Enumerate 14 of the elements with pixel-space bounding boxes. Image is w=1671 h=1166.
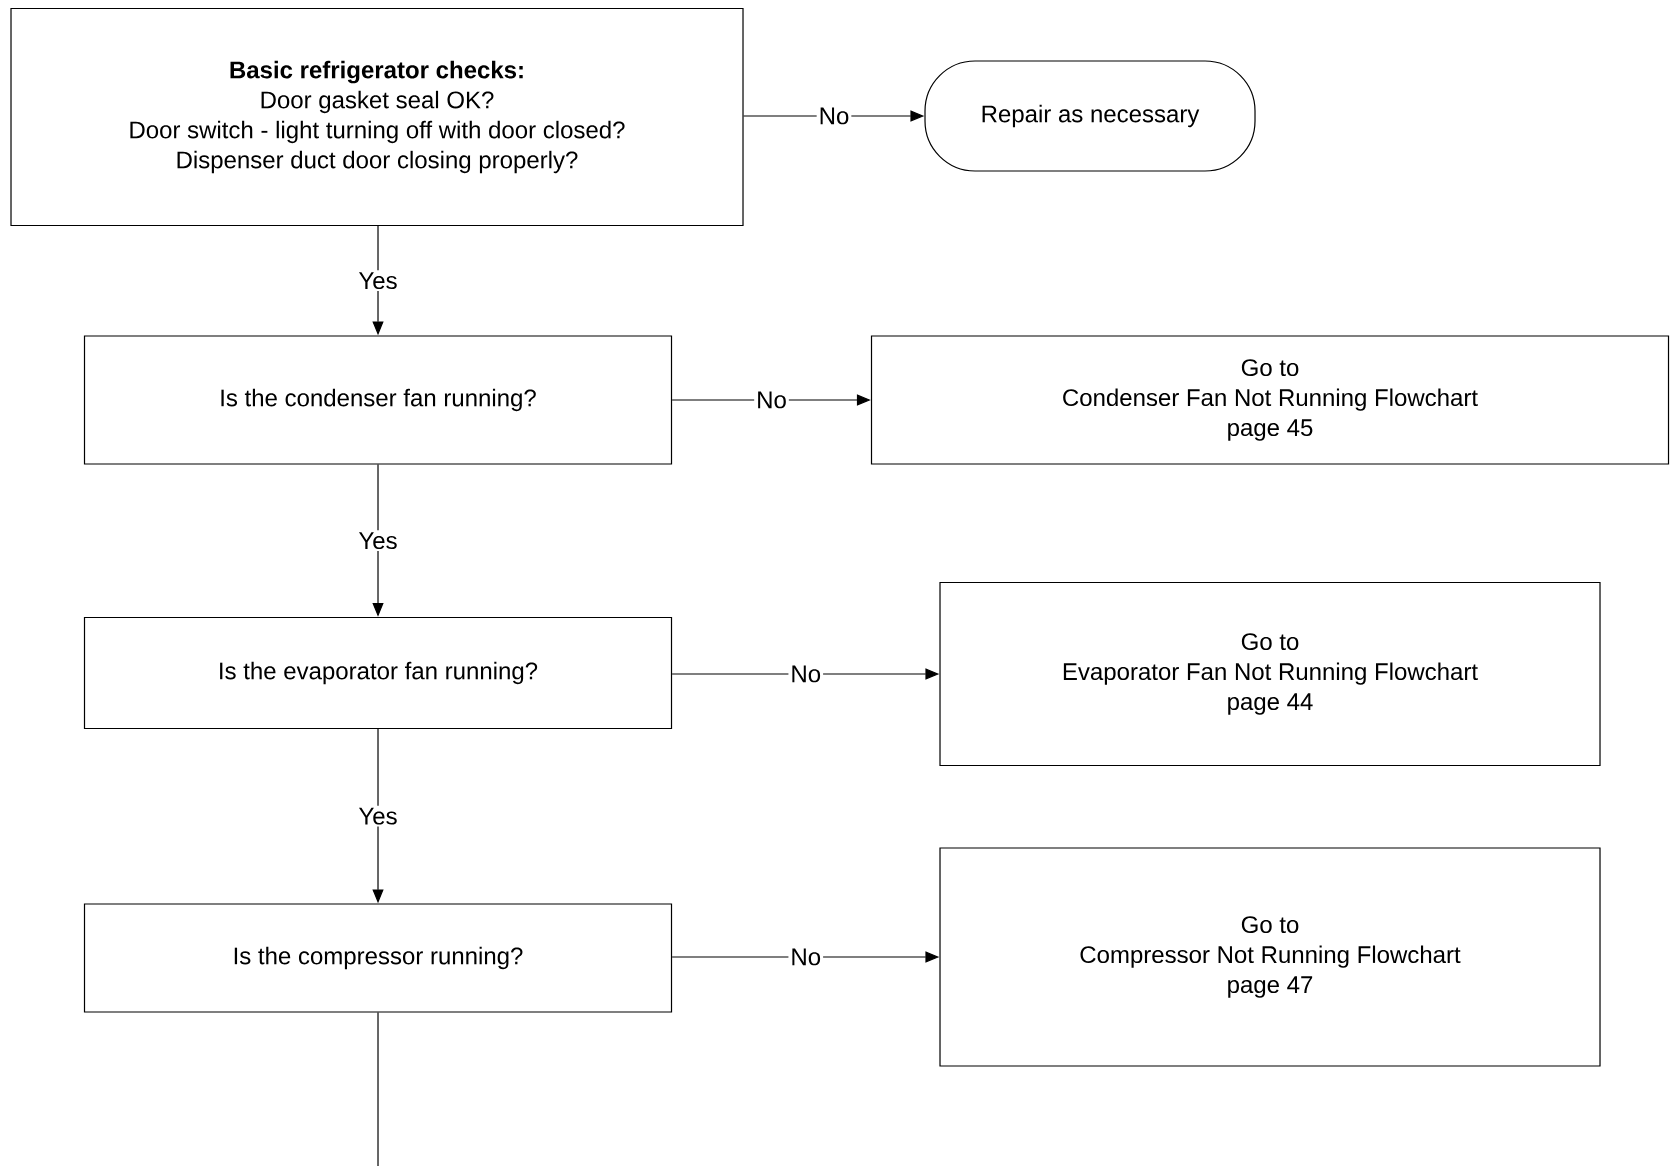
- process-box: Basic refrigerator checks: Door gasket seal OK? Door switch - light turning off with door closed? Dispenser duct door closing properly?: [10, 7, 744, 227]
- edge-label: No: [788, 946, 824, 968]
- edge-label: Yes: [356, 805, 400, 827]
- edge-label: Yes: [356, 530, 400, 552]
- edge-label: Yes: [356, 270, 400, 292]
- decision-box: Is the compressor running?: [83, 903, 673, 1013]
- decision-box: Is the condenser fan running?: [83, 335, 673, 465]
- decision-box: Is the evaporator fan running?: [83, 616, 673, 730]
- edge-label: No: [754, 389, 789, 411]
- process-box: Go to Evaporator Fan Not Running Flowchart page 44: [939, 581, 1601, 767]
- edge-label: No: [816, 105, 852, 127]
- process-box: Go to Compressor Not Running Flowchart page 47: [939, 847, 1601, 1067]
- process-box: Go to Condenser Fan Not Running Flowchart page 45: [870, 335, 1670, 465]
- edge-label: No: [788, 663, 824, 685]
